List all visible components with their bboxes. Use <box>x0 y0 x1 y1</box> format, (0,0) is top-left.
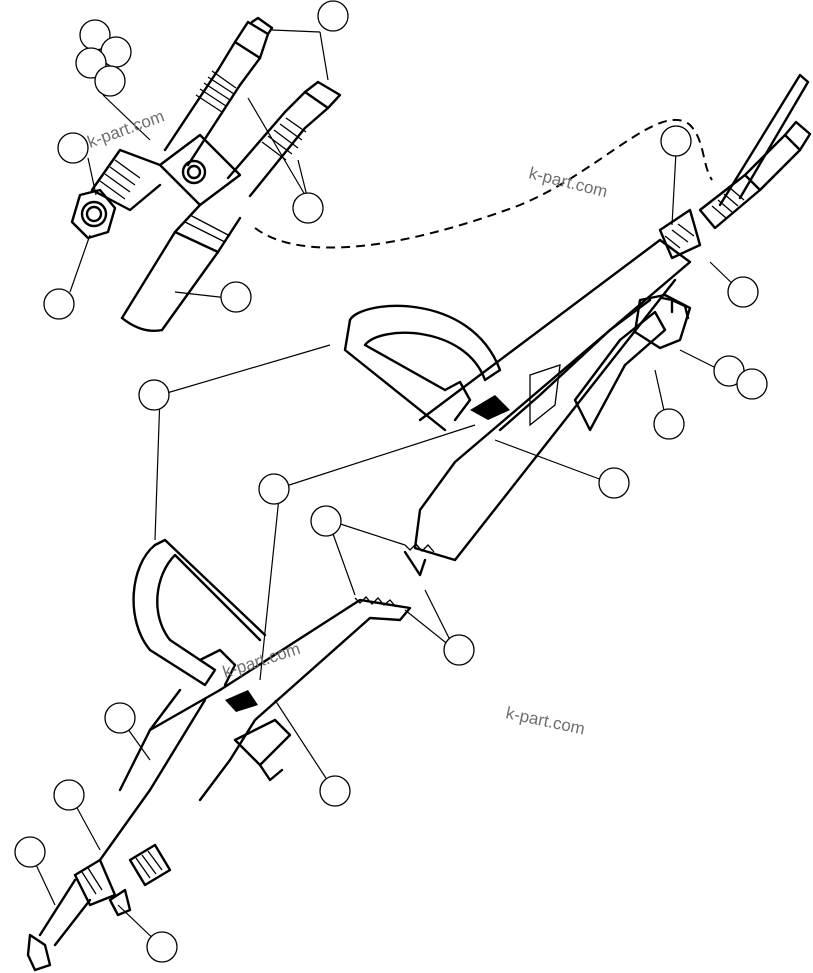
callout-circle <box>104 702 136 734</box>
callout-circle <box>53 779 85 811</box>
tee-fitting-assembly <box>70 16 342 332</box>
connection-dashed-line <box>254 118 713 249</box>
lower-cylinder <box>26 538 435 972</box>
callout-circle <box>598 467 630 499</box>
callout-circle <box>292 192 324 224</box>
upper-cylinder <box>343 238 692 577</box>
callout-circle <box>57 132 89 164</box>
callout-circle <box>653 408 685 440</box>
callout-circles <box>14 0 768 963</box>
callout-circle <box>258 473 290 505</box>
leader-lines <box>29 29 740 948</box>
watermark: k-part.com <box>85 106 167 151</box>
callout-circle <box>94 65 126 97</box>
callout-circle <box>138 379 170 411</box>
callout-circle <box>220 281 252 313</box>
callout-circle <box>727 276 759 308</box>
callout-circle <box>317 0 349 32</box>
callout-circle <box>660 125 692 157</box>
watermark: k-part.com <box>220 639 302 682</box>
watermark: k-part.com <box>527 163 610 201</box>
callout-circle <box>736 368 768 400</box>
upper-fitting-assembly <box>658 73 812 260</box>
callout-circle <box>310 505 342 537</box>
callout-circle <box>146 931 178 963</box>
callout-circle <box>319 775 351 807</box>
callout-circle <box>443 634 475 666</box>
watermark: k-part.com <box>504 703 586 738</box>
callout-circle <box>43 288 75 320</box>
callout-circle <box>14 836 46 868</box>
